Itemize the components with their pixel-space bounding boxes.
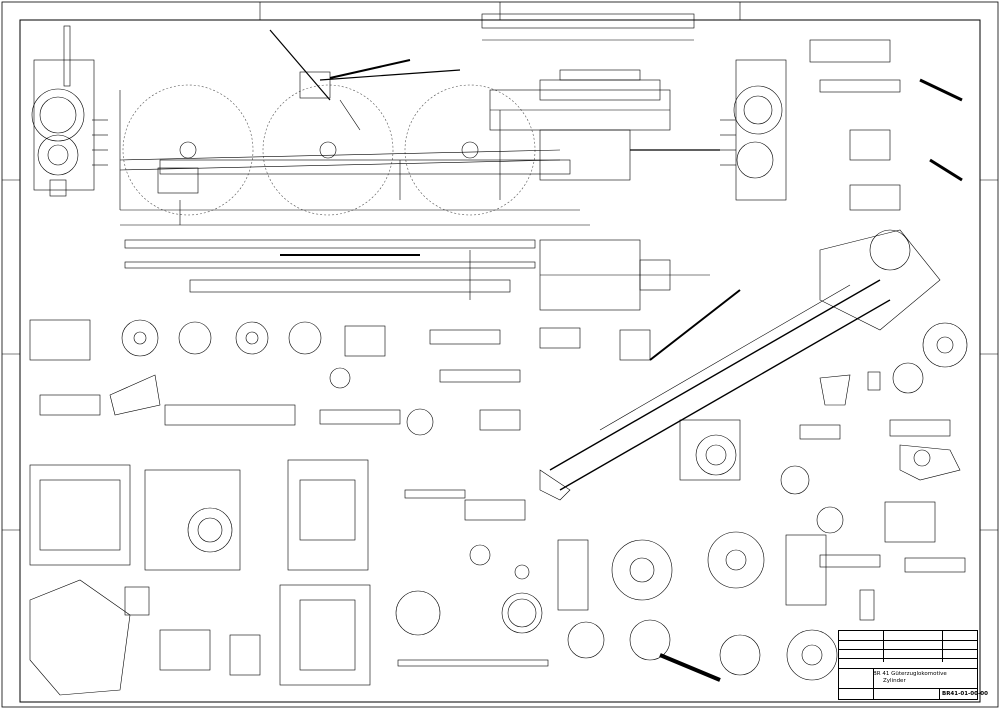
locomotive-side-view [119, 29, 590, 226]
detail-parts-bottom-right [679, 322, 968, 681]
drawing-number: BR41-01-00-00 [942, 691, 988, 697]
locomotive-plan-view [124, 239, 710, 311]
detail-parts-bottom-middle [395, 489, 721, 682]
title-block: BR 41 Güterzuglokomotive Zylinder BR41-0… [838, 630, 988, 700]
cylinder-longitudinal-section-top [481, 13, 720, 181]
detail-parts-middle-left [29, 319, 581, 436]
drawing-title: BR 41 Güterzuglokomotive [873, 671, 947, 677]
cylinder-end-view-right [720, 39, 963, 211]
cylinder-end-view-left [31, 25, 108, 197]
drawing-subtitle: Zylinder [883, 678, 906, 684]
detail-parts-bottom-left [29, 459, 371, 696]
isometric-cylinder-assembly [539, 229, 941, 501]
